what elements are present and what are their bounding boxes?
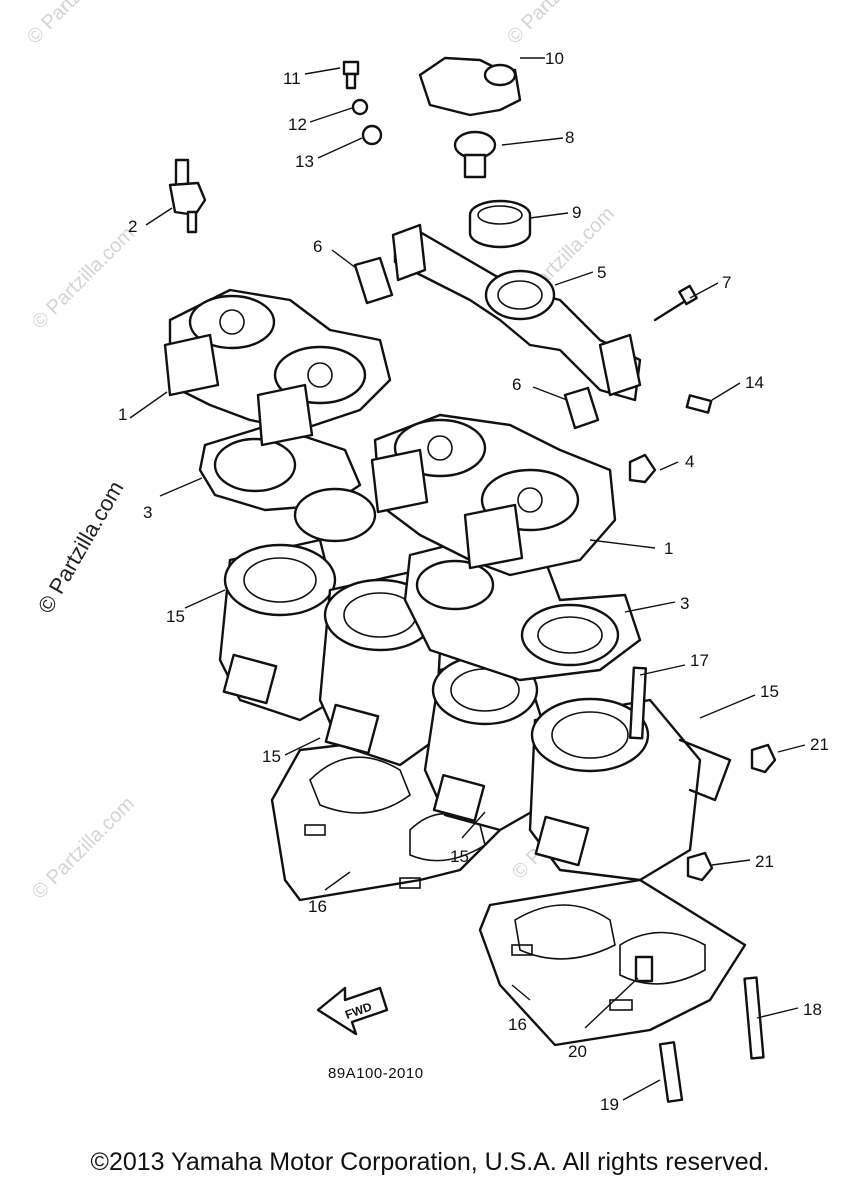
thermostat [453, 130, 497, 179]
callout-3-right: 3 [680, 594, 689, 613]
callout-15-b: 15 [760, 682, 779, 701]
watermark-main: © Partzilla.com [33, 477, 129, 618]
nut-21-lower [686, 851, 714, 882]
callout-18: 18 [803, 1000, 822, 1019]
callout-21-lower: 21 [755, 852, 774, 871]
callout-2: 2 [128, 217, 137, 236]
watermark-2: © Partzilla.com [503, 0, 614, 49]
head-gasket-right [403, 538, 642, 682]
bolt-7 [653, 284, 698, 322]
callout-1-left: 1 [118, 405, 127, 424]
diagram-code: 89A100-2010 [328, 1065, 424, 1082]
gasket-6-lower [563, 386, 600, 430]
callout-10: 10 [545, 49, 564, 68]
stud-17 [628, 666, 648, 740]
watermark-1: © Partzilla.com [23, 0, 134, 49]
stud-19 [658, 1041, 684, 1103]
nut-13 [361, 124, 383, 146]
fwd-arrow: FWD [316, 986, 389, 1036]
temperature-sensor [168, 158, 207, 234]
callout-12: 12 [288, 115, 307, 134]
watermark-3: © Partzilla.com [28, 223, 139, 334]
gasket-6-top [353, 256, 394, 305]
cylinder-head-right [370, 413, 617, 577]
dowel-20 [634, 955, 654, 983]
callout-21-upper: 21 [810, 735, 829, 754]
bolt-11 [342, 60, 360, 90]
callouts: 11 12 13 10 8 9 2 6 5 7 6 14 4 1 3 1 3 1… [118, 49, 829, 1114]
head-gasket-left [198, 423, 377, 543]
nut-21-upper [750, 743, 777, 774]
callout-15-a: 15 [166, 607, 185, 626]
callout-9: 9 [572, 203, 581, 222]
callout-16-right: 16 [508, 1015, 527, 1034]
callout-16-left: 16 [308, 897, 327, 916]
callout-5: 5 [597, 263, 606, 282]
thermostat-seal [468, 199, 532, 249]
leader-lines [129, 57, 806, 1101]
cylinder-block-4 [528, 697, 732, 882]
callout-3-left: 3 [143, 503, 152, 522]
nut-4 [628, 453, 657, 484]
watermark-5: © Partzilla.com [28, 793, 139, 904]
callout-15-d: 15 [450, 847, 469, 866]
cylinder-block-left [218, 538, 342, 722]
callout-13: 13 [295, 152, 314, 171]
base-gasket-right [478, 878, 747, 1047]
callout-4: 4 [685, 452, 694, 471]
callout-7: 7 [722, 273, 731, 292]
callout-6-lower: 6 [512, 375, 521, 394]
thermostat-cover [418, 56, 522, 117]
washer-12 [351, 98, 369, 116]
callout-6-top: 6 [313, 237, 322, 256]
callout-15-c: 15 [262, 747, 281, 766]
cylinder-exploded-diagram: © Partzilla.com © Partzilla.com © Partzi… [23, 0, 829, 1114]
callout-8: 8 [565, 128, 574, 147]
callout-14: 14 [745, 373, 764, 392]
callout-11: 11 [283, 69, 301, 88]
water-manifold [391, 223, 642, 402]
callout-1-right: 1 [664, 539, 673, 558]
cylinder-head-left [163, 288, 392, 447]
copyright-notice: ©2013 Yamaha Motor Corporation, U.S.A. A… [90, 1148, 770, 1176]
stud-18 [743, 976, 765, 1060]
callout-20: 20 [568, 1042, 587, 1061]
callout-19: 19 [600, 1095, 619, 1114]
callout-17: 17 [690, 651, 709, 670]
fitting-14 [685, 394, 713, 414]
